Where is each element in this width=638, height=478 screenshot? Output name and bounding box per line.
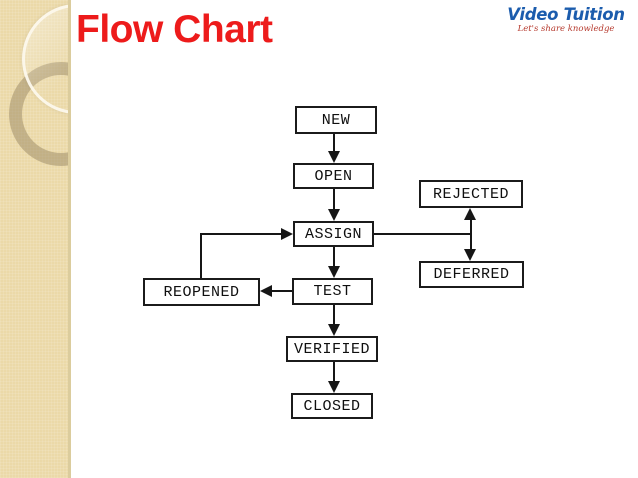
flow-node-verified: VERIFIED <box>286 336 378 362</box>
edge-assign-test-line <box>333 247 335 267</box>
edge-verified-closed-line <box>333 362 335 382</box>
edge-open-assign-line <box>333 189 335 210</box>
flow-node-deferred: DEFERRED <box>419 261 524 288</box>
edge-test-verified-arrowhead-icon <box>328 324 340 336</box>
brand-logo: Video Tuition Let's share knowledge <box>498 5 634 35</box>
logo-brand-text: Video Tuition <box>507 5 625 24</box>
flow-node-open: OPEN <box>293 163 374 189</box>
edge-assign-test-arrowhead-icon <box>328 266 340 278</box>
edge-verified-closed-arrowhead-icon <box>328 381 340 393</box>
edge-test-reopened-arrowhead-icon <box>260 285 272 297</box>
edge-assign-junction-line <box>374 233 471 235</box>
flow-node-rejected: REJECTED <box>419 180 523 208</box>
flow-node-test: TEST <box>292 278 373 305</box>
edge-rejected-deferred-line <box>470 218 472 250</box>
edge-new-open-arrowhead-icon <box>328 151 340 163</box>
edge-rejected-deferred-up-arrowhead-icon <box>464 208 476 220</box>
edge-rejected-deferred-down-arrowhead-icon <box>464 249 476 261</box>
edge-reopened-assign-arrowhead-icon <box>281 228 293 240</box>
edge-test-reopened-line <box>272 290 292 292</box>
edge-reopened-assign-riser-line <box>200 234 202 278</box>
sidebar-decoration <box>0 0 71 478</box>
edge-open-assign-arrowhead-icon <box>328 209 340 221</box>
logo-tagline-text: Let's share knowledge <box>517 24 615 34</box>
flow-node-reopened: REOPENED <box>143 278 260 306</box>
flow-node-closed: CLOSED <box>291 393 373 419</box>
edge-new-open-line <box>333 134 335 152</box>
page-title: Flow Chart <box>76 8 273 51</box>
flow-node-assign: ASSIGN <box>293 221 374 247</box>
edge-reopened-assign-line <box>200 233 282 235</box>
edge-test-verified-line <box>333 305 335 325</box>
flow-node-new: NEW <box>295 106 377 134</box>
